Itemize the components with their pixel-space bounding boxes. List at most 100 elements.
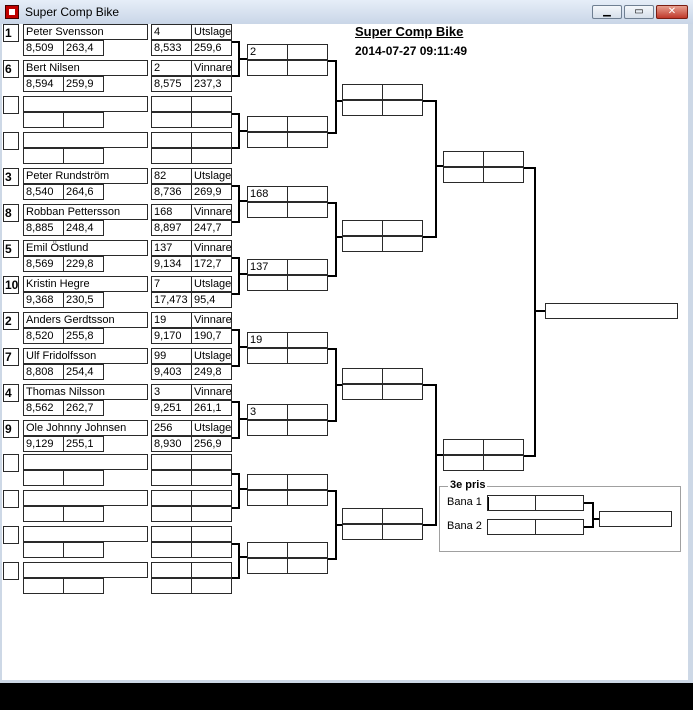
race-speed-field[interactable]: 256,9 [191, 436, 232, 452]
round3-speed-field[interactable] [382, 236, 423, 252]
race-speed-field[interactable] [191, 578, 232, 594]
seed-box[interactable]: 1 [3, 24, 19, 42]
round3-time-field[interactable] [342, 100, 383, 116]
race-time-field[interactable] [151, 542, 192, 558]
qual-time-field[interactable]: 8,540 [23, 184, 64, 200]
race-result-field[interactable] [191, 526, 232, 542]
round2-number-field[interactable]: 19 [247, 332, 288, 348]
rider-name-field[interactable]: Peter Svensson [23, 24, 148, 40]
round3-number-field[interactable] [342, 84, 383, 100]
qual-speed-field[interactable]: 263,4 [63, 40, 104, 56]
qual-speed-field[interactable] [63, 470, 104, 486]
seed-box[interactable] [3, 454, 19, 472]
round2-speed-field[interactable] [287, 60, 328, 76]
qual-speed-field[interactable]: 259,9 [63, 76, 104, 92]
qual-speed-field[interactable]: 264,6 [63, 184, 104, 200]
race-time-field[interactable]: 8,533 [151, 40, 192, 56]
race-result-field[interactable]: Vinnare [191, 384, 232, 400]
seed-box[interactable]: 9 [3, 420, 19, 438]
round2-time-field[interactable] [247, 558, 288, 574]
round2-time-field[interactable] [247, 60, 288, 76]
rider-name-field[interactable] [23, 562, 148, 578]
race-number-field[interactable]: 3 [151, 384, 192, 400]
round2-result-field[interactable] [287, 332, 328, 348]
race-time-field[interactable] [151, 112, 192, 128]
race-speed-field[interactable]: 269,9 [191, 184, 232, 200]
race-number-field[interactable]: 2 [151, 60, 192, 76]
semifinal-number-field[interactable] [443, 151, 484, 167]
seed-box[interactable] [3, 132, 19, 150]
qual-time-field[interactable] [23, 112, 64, 128]
race-time-field[interactable]: 17,473 [151, 292, 192, 308]
round3-number-field[interactable] [342, 220, 383, 236]
qual-time-field[interactable] [23, 506, 64, 522]
rider-name-field[interactable] [23, 526, 148, 542]
race-result-field[interactable] [191, 562, 232, 578]
race-number-field[interactable]: 99 [151, 348, 192, 364]
race-number-field[interactable]: 168 [151, 204, 192, 220]
seed-box[interactable] [3, 96, 19, 114]
race-result-field[interactable]: Vinnare [191, 312, 232, 328]
qual-speed-field[interactable] [63, 542, 104, 558]
rider-name-field[interactable]: Bert Nilsen [23, 60, 148, 76]
round3-result-field[interactable] [382, 220, 423, 236]
rider-name-field[interactable] [23, 96, 148, 112]
round3-result-field[interactable] [382, 508, 423, 524]
race-number-field[interactable]: 7 [151, 276, 192, 292]
round2-number-field[interactable]: 168 [247, 186, 288, 202]
qual-time-field[interactable]: 9,129 [23, 436, 64, 452]
semifinal-result-field[interactable] [483, 151, 524, 167]
race-time-field[interactable]: 8,736 [151, 184, 192, 200]
round2-time-field[interactable] [247, 348, 288, 364]
qual-speed-field[interactable]: 254,4 [63, 364, 104, 380]
round2-time-field[interactable] [247, 490, 288, 506]
seed-box[interactable]: 5 [3, 240, 19, 258]
race-number-field[interactable] [151, 454, 192, 470]
final-winner-field[interactable] [545, 303, 678, 319]
rider-name-field[interactable]: Ulf Fridolfsson [23, 348, 148, 364]
qual-time-field[interactable] [23, 578, 64, 594]
qual-speed-field[interactable] [63, 578, 104, 594]
qual-time-field[interactable]: 8,594 [23, 76, 64, 92]
race-time-field[interactable]: 8,897 [151, 220, 192, 236]
race-result-field[interactable] [191, 96, 232, 112]
seed-box[interactable]: 3 [3, 168, 19, 186]
race-speed-field[interactable]: 190,7 [191, 328, 232, 344]
rider-name-field[interactable]: Kristin Hegre [23, 276, 148, 292]
qual-time-field[interactable] [23, 470, 64, 486]
round2-result-field[interactable] [287, 44, 328, 60]
qual-time-field[interactable]: 8,509 [23, 40, 64, 56]
qual-time-field[interactable]: 8,562 [23, 400, 64, 416]
race-speed-field[interactable] [191, 470, 232, 486]
round2-result-field[interactable] [287, 116, 328, 132]
semifinal-speed-field[interactable] [483, 455, 524, 471]
round2-number-field[interactable] [247, 116, 288, 132]
rider-name-field[interactable]: Robban Pettersson [23, 204, 148, 220]
round2-time-field[interactable] [247, 202, 288, 218]
semifinal-time-field[interactable] [443, 455, 484, 471]
round2-number-field[interactable] [247, 474, 288, 490]
round2-time-field[interactable] [247, 132, 288, 148]
round2-speed-field[interactable] [287, 558, 328, 574]
round3-result-field[interactable] [382, 84, 423, 100]
round3-speed-field[interactable] [382, 524, 423, 540]
qual-speed-field[interactable]: 248,4 [63, 220, 104, 236]
rider-name-field[interactable] [23, 454, 148, 470]
race-number-field[interactable]: 82 [151, 168, 192, 184]
round3-time-field[interactable] [342, 236, 383, 252]
race-number-field[interactable] [151, 526, 192, 542]
qual-time-field[interactable]: 8,569 [23, 256, 64, 272]
round2-result-field[interactable] [287, 404, 328, 420]
race-time-field[interactable]: 9,134 [151, 256, 192, 272]
qual-time-field[interactable]: 8,520 [23, 328, 64, 344]
race-speed-field[interactable]: 247,7 [191, 220, 232, 236]
race-result-field[interactable]: Utslagen [191, 24, 232, 40]
race-result-field[interactable] [191, 490, 232, 506]
race-speed-field[interactable]: 261,1 [191, 400, 232, 416]
race-time-field[interactable] [151, 506, 192, 522]
rider-name-field[interactable] [23, 132, 148, 148]
round2-number-field[interactable]: 2 [247, 44, 288, 60]
qual-time-field[interactable]: 8,885 [23, 220, 64, 236]
title-bar[interactable]: Super Comp Bike ▁ ▭ ✕ [0, 0, 693, 24]
rider-name-field[interactable] [23, 490, 148, 506]
